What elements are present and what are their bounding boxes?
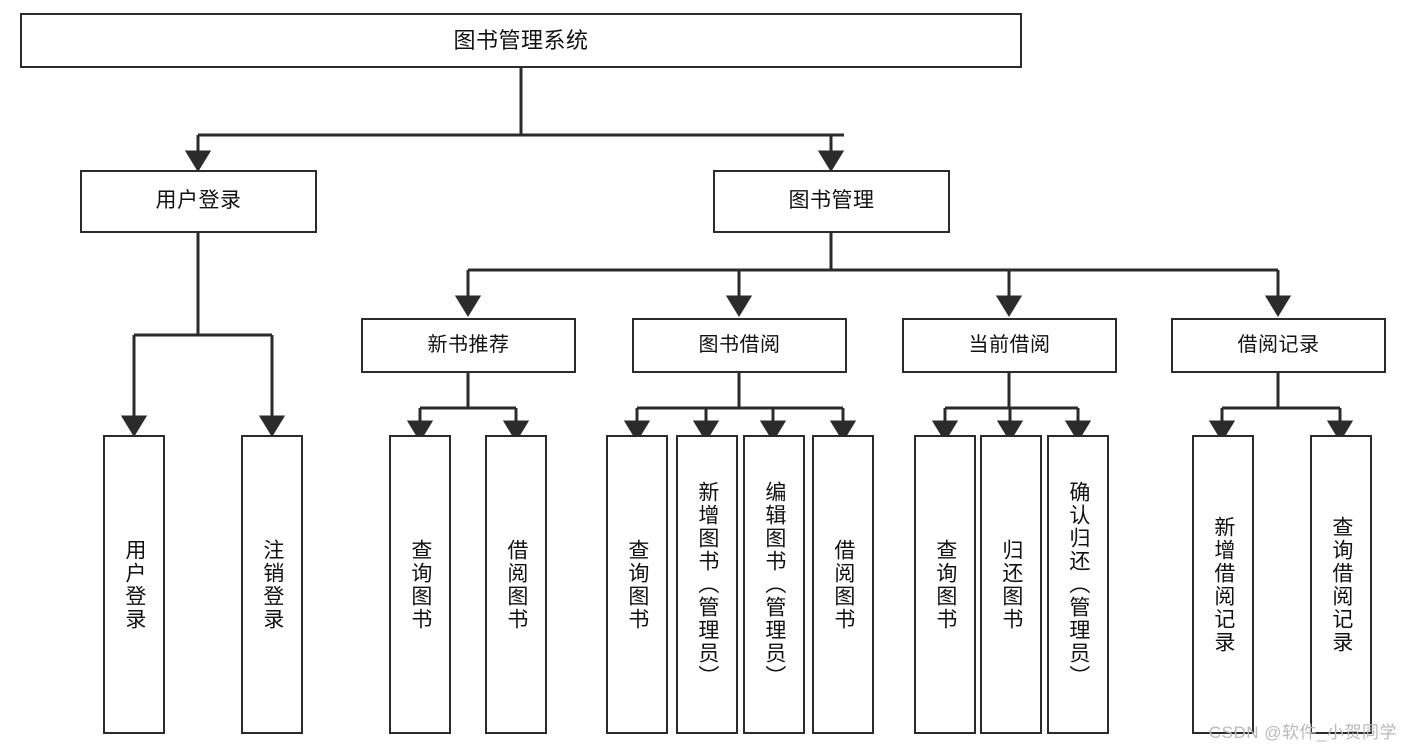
leaf-book-borrow-borrow-books[interactable]: 借阅图书 [812,435,874,734]
node-label: 新增图书（管理员） [695,481,719,688]
node-label: 查询图书 [625,538,649,631]
node-book-management[interactable]: 图书管理 [713,170,950,233]
node-book-borrow[interactable]: 图书借阅 [632,318,847,373]
node-label: 编辑图书（管理员） [762,481,786,688]
leaf-user-login-login[interactable]: 用户登录 [103,435,165,734]
node-label: 用户登录 [155,189,242,213]
node-label: 确认归还（管理员） [1066,481,1090,688]
leaf-borrow-record-add-record[interactable]: 新增借阅记录 [1192,435,1254,734]
node-label: 新书推荐 [427,334,510,356]
node-label: 归还图书 [999,538,1023,631]
node-label: 借阅图书 [831,538,855,631]
watermark: CSDN @软件_小贺同学 [1208,723,1397,742]
node-borrow-record[interactable]: 借阅记录 [1171,318,1386,373]
node-label: 借阅图书 [504,538,528,631]
leaf-book-borrow-add-book-admin[interactable]: 新增图书（管理员） [676,435,738,734]
leaf-user-login-logout[interactable]: 注销登录 [241,435,303,734]
node-label: 查询图书 [933,538,957,631]
leaf-book-borrow-edit-book-admin[interactable]: 编辑图书（管理员） [743,435,805,734]
node-label: 注销登录 [260,538,284,631]
node-label: 借阅记录 [1237,334,1320,356]
leaf-current-borrow-query-books[interactable]: 查询图书 [914,435,976,734]
node-label: 图书管理 [788,189,875,213]
node-root-book-management-system[interactable]: 图书管理系统 [20,13,1022,68]
node-label: 当前借阅 [968,334,1051,356]
node-user-login[interactable]: 用户登录 [80,170,317,233]
node-label: 查询借阅记录 [1329,515,1353,654]
leaf-new-book-borrow-books[interactable]: 借阅图书 [485,435,547,734]
leaf-book-borrow-query-books[interactable]: 查询图书 [606,435,668,734]
node-current-borrow[interactable]: 当前借阅 [902,318,1117,373]
leaf-new-book-query-books[interactable]: 查询图书 [389,435,451,734]
leaf-borrow-record-query-record[interactable]: 查询借阅记录 [1310,435,1372,734]
node-label: 图书管理系统 [453,27,589,53]
node-label: 用户登录 [122,538,146,631]
node-label: 新增借阅记录 [1211,515,1235,654]
leaf-current-borrow-return-books[interactable]: 归还图书 [980,435,1042,734]
leaf-current-borrow-confirm-return-admin[interactable]: 确认归还（管理员） [1047,435,1109,734]
node-new-book-recommend[interactable]: 新书推荐 [361,318,576,373]
node-label: 查询图书 [408,538,432,631]
node-label: 图书借阅 [698,334,781,356]
